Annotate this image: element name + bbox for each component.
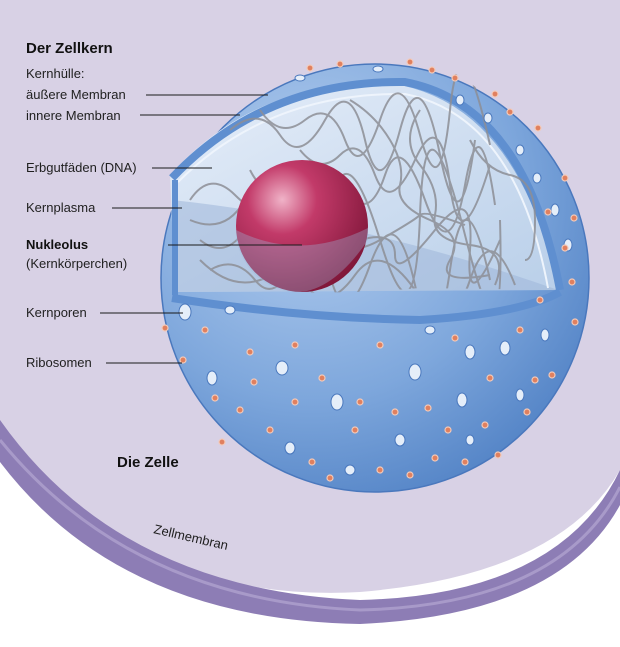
cell-membrane (0, 420, 620, 624)
label-nukleolus: Nukleolus (26, 237, 88, 252)
cell-label: Die Zelle (117, 454, 179, 471)
label-erbgut: Erbgutfäden (DNA) (26, 160, 137, 175)
label-kernporen: Kernporen (26, 305, 87, 320)
label-aeussere-membran: äußere Membran (26, 87, 126, 102)
nucleolus (236, 160, 368, 292)
ribosomes (161, 58, 579, 482)
label-kernplasma: Kernplasma (26, 200, 96, 215)
label-ribosomen: Ribosomen (26, 355, 92, 370)
label-kernkoerperchen: (Kernkörperchen) (26, 256, 127, 271)
label-kernhuelle: Kernhülle: (26, 66, 85, 81)
label-innere-membran: innere Membran (26, 108, 121, 123)
nuclear-pores (178, 65, 573, 476)
leader-lines (100, 94, 302, 364)
diagram-title: Der Zellkern (26, 40, 113, 57)
